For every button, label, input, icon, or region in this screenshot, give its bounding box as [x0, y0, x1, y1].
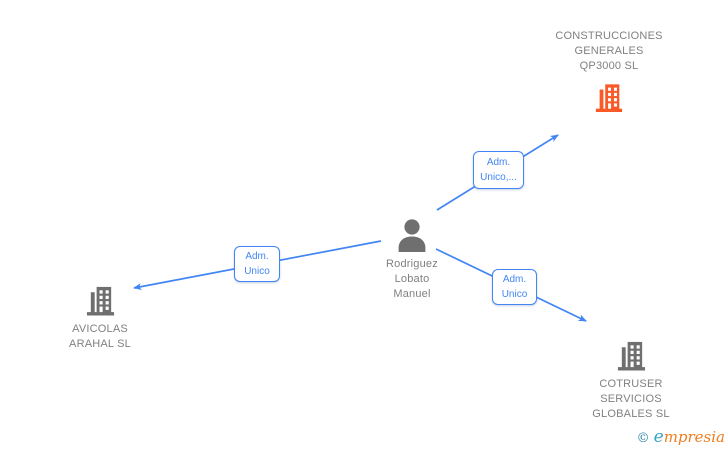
- node-label: CONSTRUCCIONES GENERALES QP3000 SL: [555, 30, 663, 72]
- person-icon[interactable]: [394, 218, 430, 254]
- node-cotruser-servicios-globales[interactable]: COTRUSER SERVICIOS GLOBALES SL: [566, 338, 696, 422]
- node-construcciones-generales-qp3000[interactable]: CONSTRUCCIONES GENERALES QP3000 SL: [537, 29, 681, 114]
- edge-label-adm-unico-construcciones[interactable]: Adm. Unico,...: [473, 151, 524, 189]
- node-label: AVICOLAS ARAHAL SL: [69, 323, 131, 350]
- edge-label-line: Unico,...: [480, 172, 517, 183]
- building-icon[interactable]: [594, 80, 624, 114]
- brand-logo-initial: e: [653, 427, 664, 447]
- building-icon[interactable]: [616, 338, 647, 372]
- node-label: Rodriguez Lobato Manuel: [386, 258, 438, 300]
- building-icon[interactable]: [85, 283, 116, 317]
- brand-logo-text: mpresia: [663, 428, 725, 446]
- copyright-symbol: ©: [636, 431, 650, 446]
- node-label: COTRUSER SERVICIOS GLOBALES SL: [592, 378, 670, 420]
- empresia-watermark: ©empresia: [637, 427, 725, 447]
- node-rodriguez-lobato-manuel[interactable]: Rodriguez Lobato Manuel: [362, 218, 462, 302]
- edge-label-line: Unico: [244, 266, 270, 277]
- edge-label-line: Adm.: [502, 274, 527, 285]
- edge-label-line: Adm.: [486, 157, 511, 168]
- node-avicolas-arahal[interactable]: AVICOLAS ARAHAL SL: [40, 283, 160, 352]
- edge-label-line: Unico: [501, 289, 528, 300]
- edge-label-adm-unico-cotruser[interactable]: Adm. Unico: [492, 269, 537, 305]
- edge-label-adm-unico-avicolas[interactable]: Adm. Unico: [234, 246, 280, 282]
- edge-label-line: Adm.: [245, 251, 269, 262]
